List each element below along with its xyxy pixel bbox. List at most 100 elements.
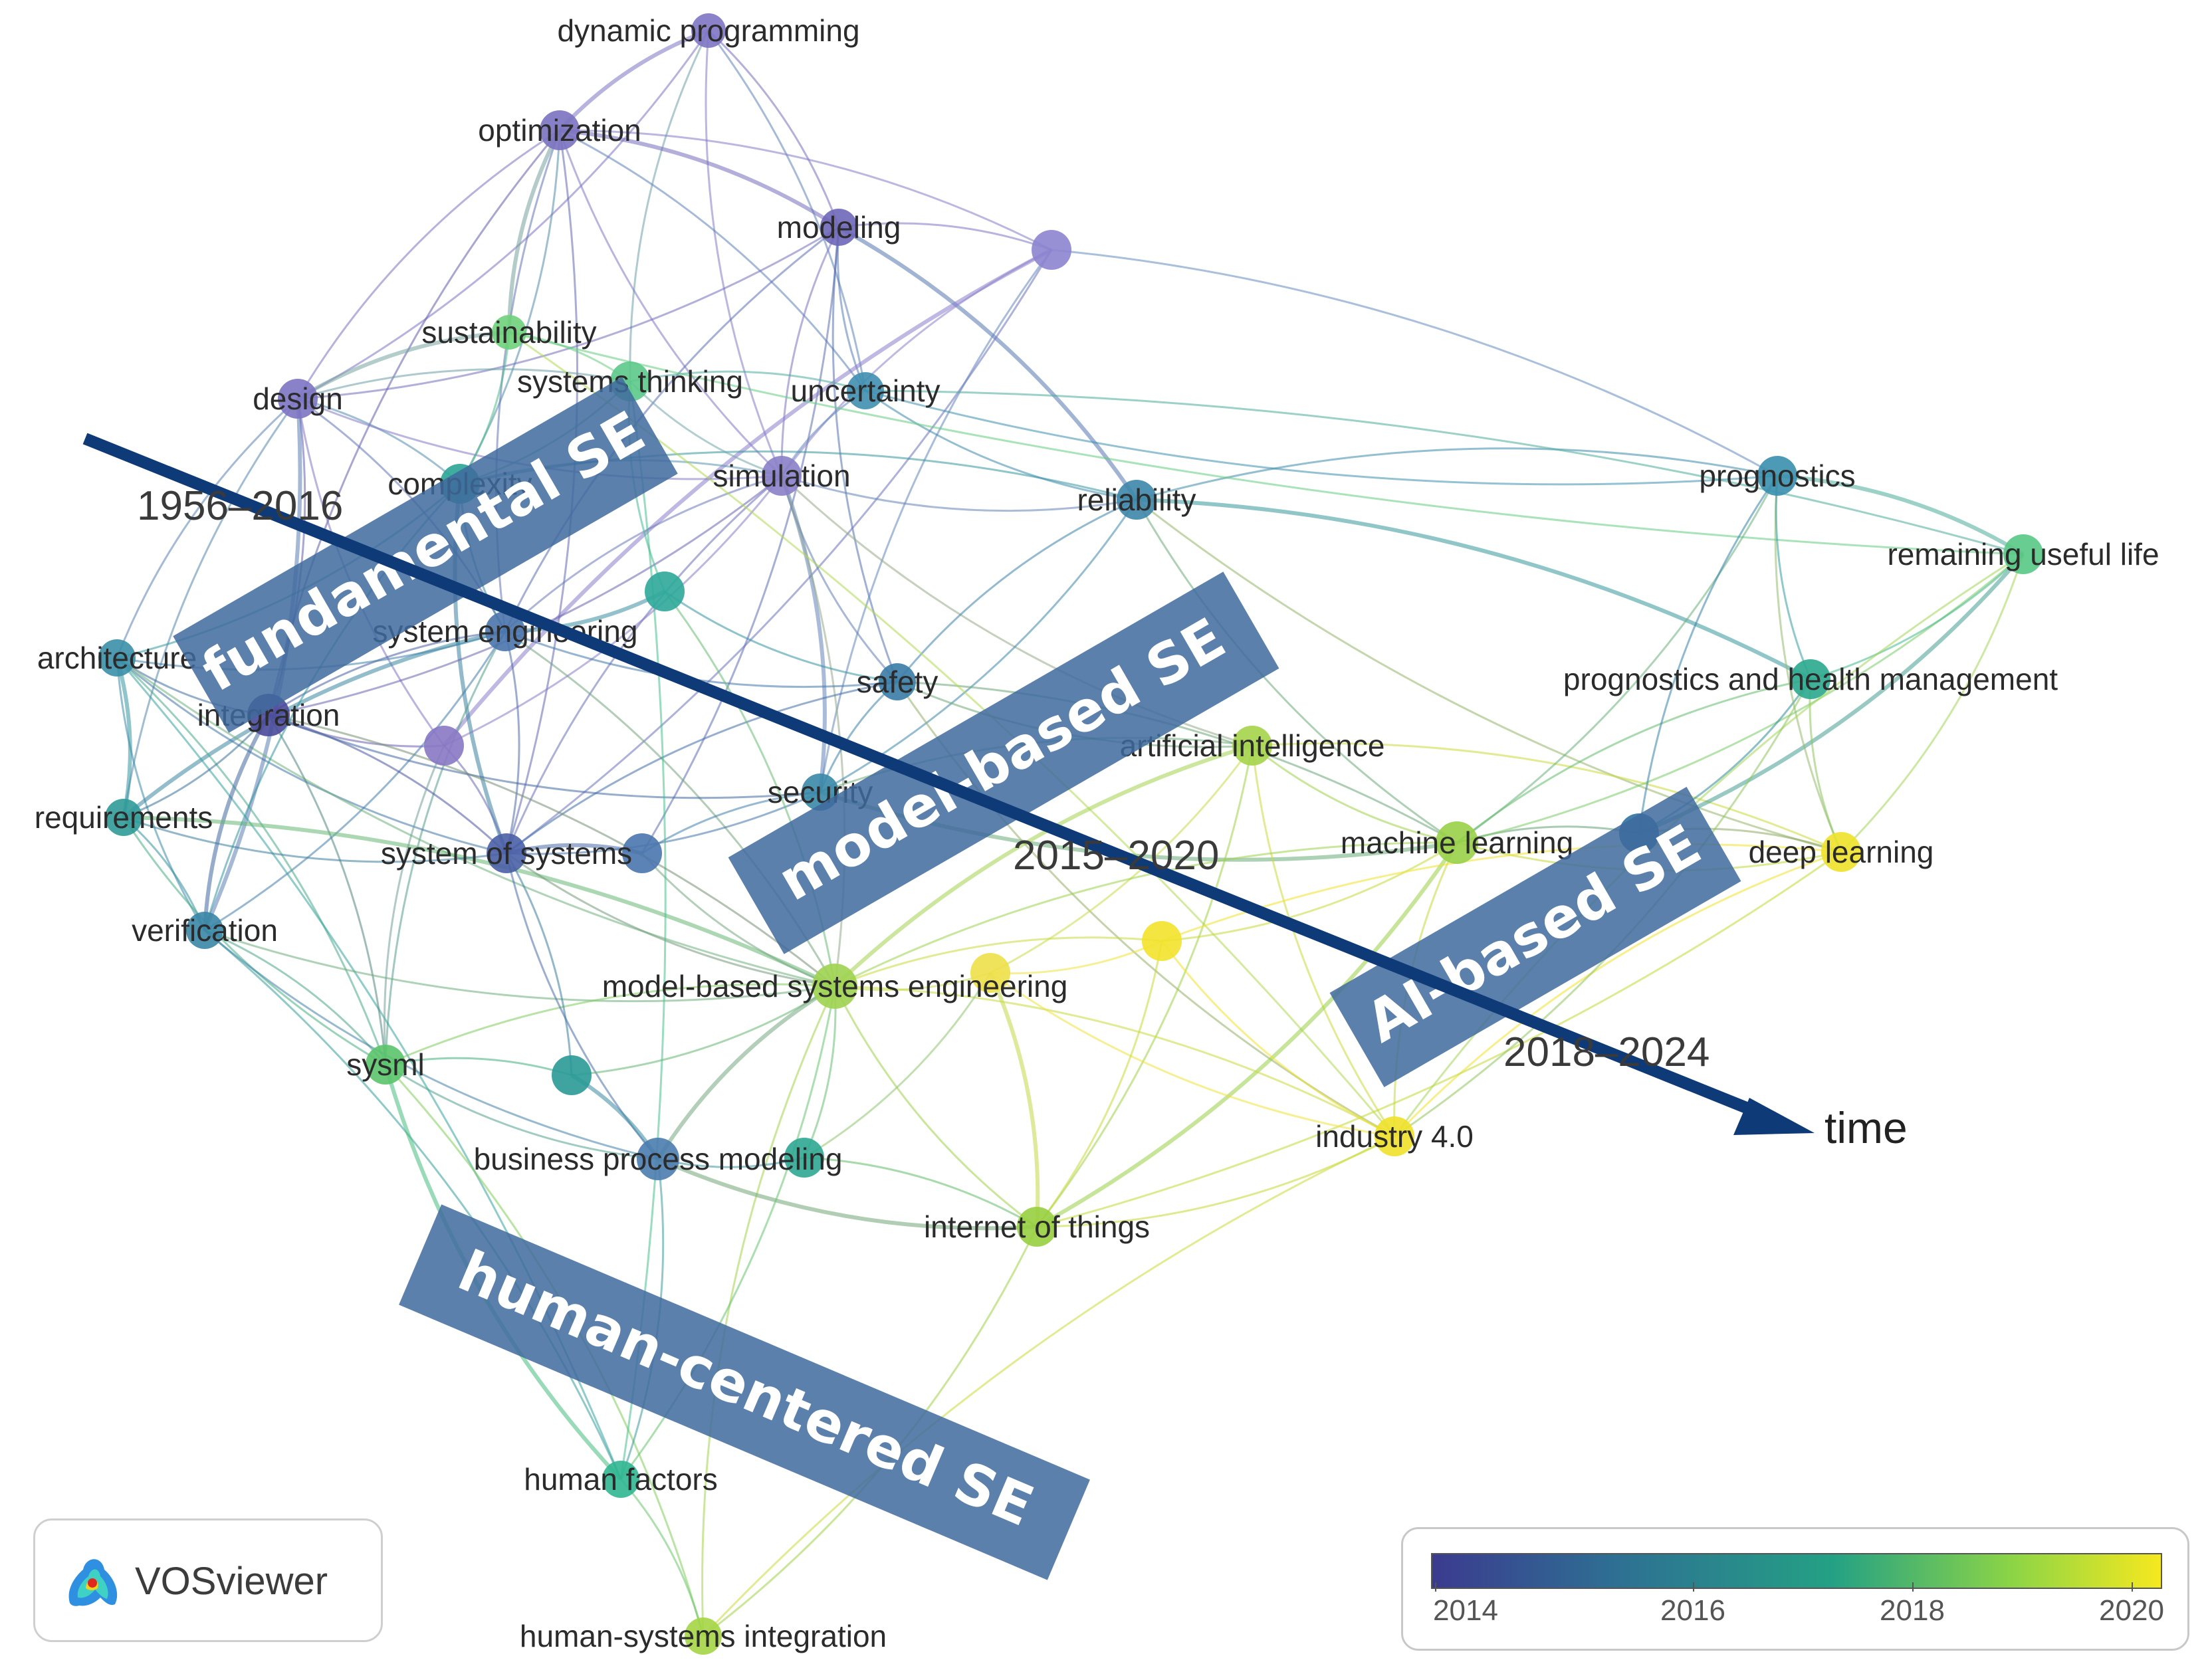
keyword-node[interactable] <box>970 953 1010 993</box>
keyword-label: remaining useful life <box>1887 537 2159 572</box>
keyword-node[interactable] <box>492 315 526 350</box>
network-link <box>123 815 836 988</box>
keyword-node[interactable] <box>1375 1116 1414 1156</box>
network-link <box>897 680 1458 844</box>
network-link <box>122 817 386 1066</box>
vosviewer-logo-icon <box>68 1559 118 1606</box>
network-link <box>204 929 659 1160</box>
keyword-node[interactable] <box>105 799 142 836</box>
network-link <box>122 629 506 819</box>
keyword-node[interactable] <box>98 639 136 677</box>
network-link <box>865 389 2024 556</box>
legend-tick <box>1912 1582 1914 1592</box>
keyword-node[interactable] <box>879 663 916 700</box>
keyword-node[interactable] <box>637 1138 679 1180</box>
time-label: time <box>1825 1103 1908 1152</box>
keyword-node[interactable] <box>685 1617 722 1655</box>
keyword-label: business process modeling <box>474 1142 843 1176</box>
network-link <box>780 475 899 683</box>
network-link <box>1638 553 2025 835</box>
keyword-label: modeling <box>777 210 901 245</box>
keyword-node[interactable] <box>645 572 685 611</box>
keyword-label: sysml <box>346 1047 425 1082</box>
network-link <box>707 30 867 391</box>
network-link <box>385 1057 572 1077</box>
band-human-centered: human-centered SE <box>399 1204 1090 1580</box>
network-link <box>781 474 1137 512</box>
keyword-node[interactable] <box>1017 1207 1057 1247</box>
keyword-label: requirements <box>35 800 213 835</box>
color-scale-bar <box>1431 1553 2162 1589</box>
keyword-node[interactable] <box>1436 821 1478 864</box>
keyword-node[interactable] <box>1117 480 1157 520</box>
network-link <box>559 129 1052 251</box>
network-link <box>656 984 836 1160</box>
network-link <box>116 657 206 931</box>
network-link <box>1136 498 1812 681</box>
keyword-node[interactable] <box>1757 456 1797 496</box>
keyword-label: model-based systems engineering <box>602 969 1068 1003</box>
network-link <box>297 397 461 485</box>
network-link <box>296 129 560 399</box>
network-link <box>1774 475 1842 853</box>
keyword-node[interactable] <box>424 726 464 766</box>
keyword-node[interactable] <box>784 1138 824 1178</box>
keyword-label: human factors <box>524 1462 717 1497</box>
keyword-node[interactable] <box>691 13 726 48</box>
keyword-node[interactable] <box>762 456 802 496</box>
network-link <box>122 398 299 818</box>
keyword-node[interactable] <box>487 833 526 873</box>
network-link <box>804 1156 1038 1228</box>
keyword-node[interactable] <box>847 372 884 409</box>
keyword-node[interactable] <box>278 379 318 419</box>
keyword-node[interactable] <box>1142 921 1182 961</box>
network-link <box>1840 554 2025 853</box>
network-link <box>559 128 840 229</box>
network-link <box>442 248 1053 747</box>
network-link <box>116 657 387 1065</box>
network-link <box>297 368 631 400</box>
keyword-node[interactable] <box>186 912 223 949</box>
keyword-node[interactable] <box>820 209 857 246</box>
keyword-node[interactable] <box>540 110 580 150</box>
network-link <box>505 474 782 854</box>
network-link <box>1036 940 1163 1227</box>
keyword-node[interactable] <box>366 1045 405 1085</box>
band-fundamental: fundamental SE <box>173 377 678 733</box>
keyword-node[interactable] <box>485 611 525 651</box>
network-link <box>1638 475 1779 834</box>
network-link <box>1136 498 1842 853</box>
network-link <box>1036 851 1842 1228</box>
network-link <box>780 227 840 476</box>
keyword-node[interactable] <box>812 964 857 1009</box>
keyword-node[interactable] <box>1232 726 1272 766</box>
vosviewer-name: VOSviewer <box>135 1560 328 1603</box>
keyword-label: deep learning <box>1749 835 1934 869</box>
keyword-node[interactable] <box>602 1461 639 1498</box>
keyword-node[interactable] <box>1791 659 1830 699</box>
network-link <box>702 1135 1395 1637</box>
keyword-node[interactable] <box>2003 534 2043 574</box>
network-link <box>115 657 132 818</box>
network-link <box>384 631 506 1065</box>
network-link <box>1456 475 1779 844</box>
network-link <box>834 841 1458 988</box>
network-link <box>831 227 899 682</box>
network-link <box>296 330 510 401</box>
network-link <box>641 791 821 855</box>
keyword-label: architecture <box>37 641 197 675</box>
keyword-label: safety <box>857 665 939 699</box>
network-link <box>268 714 821 799</box>
network-link <box>780 474 827 793</box>
keyword-node[interactable] <box>622 833 662 873</box>
keyword-label: industry 4.0 <box>1315 1119 1474 1154</box>
legend-tick <box>1693 1582 1694 1592</box>
keyword-node[interactable] <box>1032 230 1071 270</box>
network-link <box>385 1063 659 1160</box>
network-link <box>664 590 898 683</box>
keyword-node[interactable] <box>1821 832 1861 872</box>
vosviewer-badge: VOSviewer <box>33 1518 383 1642</box>
network-link <box>1036 841 1459 1229</box>
keyword-label: internet of things <box>924 1209 1150 1244</box>
keyword-node[interactable] <box>552 1055 592 1095</box>
